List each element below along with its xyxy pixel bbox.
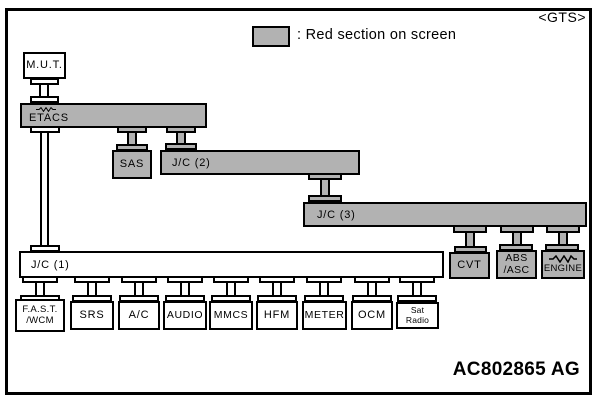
node-sat-radio-label: Sat Radio (405, 305, 430, 325)
connector-stem (134, 283, 144, 295)
connector-flange (30, 78, 59, 85)
connector-flange (546, 225, 580, 233)
diagram-frame (5, 8, 592, 395)
connector-flange (22, 276, 58, 283)
connector-stem (465, 233, 475, 246)
node-meter: METER (302, 301, 347, 330)
connector-flange (167, 276, 203, 283)
node-mmcs: MMCS (209, 301, 253, 330)
node-mut: M.U.T. (23, 52, 66, 79)
connector-flange (308, 173, 342, 180)
connector-flange (453, 225, 487, 233)
node-sas: SAS (112, 150, 152, 179)
node-hfm-label: HFM (263, 309, 291, 322)
node-ocm-label: OCM (357, 309, 387, 322)
connector-flange (74, 276, 110, 283)
connector-flange (30, 96, 59, 103)
connector-flange (399, 276, 435, 283)
connector-stem (558, 233, 568, 244)
connector-stem (272, 283, 282, 295)
connector-stem (226, 283, 236, 295)
node-mut-label: M.U.T. (26, 59, 63, 72)
node-abs-label-line1: ABS (505, 251, 528, 264)
connector-flange (308, 195, 342, 202)
node-abs-label-line2: /ASC (503, 263, 530, 276)
connector-flange (397, 295, 437, 302)
node-meter-label: METER (304, 308, 345, 321)
node-engine-label: ENGINE (543, 262, 583, 274)
node-jc2-label: J/C (2) (172, 156, 211, 169)
node-jc3: J/C (3) (303, 202, 587, 227)
connector-stem (180, 283, 190, 295)
node-ac-label: A/C (128, 309, 150, 322)
node-fast-wcm: F.A.S.T. /WCM (15, 299, 65, 332)
resistor-squiggle-icon (36, 107, 56, 112)
connector-stem (87, 283, 97, 295)
connector-stem (320, 180, 330, 195)
connector-stem (412, 283, 422, 295)
node-srs: SRS (70, 301, 114, 330)
resistor-squiggle-icon (549, 254, 577, 263)
connector-flange (306, 276, 342, 283)
node-abs-asc: ABS /ASC (496, 250, 537, 279)
node-cvt-label: CVT (457, 259, 482, 272)
legend-swatch (252, 26, 290, 47)
node-srs-label: SRS (79, 309, 105, 322)
connector-flange (213, 276, 249, 283)
node-sas-label: SAS (119, 158, 145, 171)
legend-label: : Red section on screen (297, 27, 457, 43)
node-jc1-label: J/C (1) (31, 258, 70, 271)
connector-stem (35, 283, 45, 295)
node-engine: ENGINE (541, 250, 585, 279)
node-audio: AUDIO (163, 301, 207, 330)
connector-flange (121, 276, 157, 283)
connector-flange (259, 276, 295, 283)
connector-stem (39, 85, 49, 97)
connector-flange (354, 276, 390, 283)
figure-code: AC802865 AG (452, 359, 580, 380)
node-cvt: CVT (449, 252, 490, 279)
connector-stem (127, 133, 137, 145)
node-ocm: OCM (351, 301, 393, 330)
connector-flange (117, 126, 147, 133)
node-ac: A/C (118, 301, 160, 330)
node-etacs-label: ETACS (29, 112, 69, 124)
connector-stem (367, 283, 377, 295)
connector-stem (319, 283, 329, 295)
node-jc2: J/C (2) (160, 150, 360, 175)
node-jc1: J/C (1) (19, 251, 444, 278)
connector-flange (30, 126, 60, 133)
node-etacs: ETACS (20, 103, 207, 128)
node-sat-radio: Sat Radio (396, 302, 439, 329)
node-jc3-label: J/C (3) (317, 208, 356, 221)
node-fast-label-line2: /WCM (26, 314, 54, 326)
connector-flange (500, 225, 534, 233)
node-mmcs-label: MMCS (213, 308, 249, 321)
node-audio-label: AUDIO (166, 308, 204, 321)
connector-flange (165, 143, 197, 150)
connector-stem (40, 133, 49, 246)
connector-flange (166, 126, 196, 133)
connector-stem (512, 233, 522, 244)
node-hfm: HFM (256, 301, 298, 330)
variant-label: <GTS> (538, 9, 586, 25)
node-fast-label-line1: F.A.S.T. (22, 304, 58, 316)
connector-stem (176, 133, 186, 144)
